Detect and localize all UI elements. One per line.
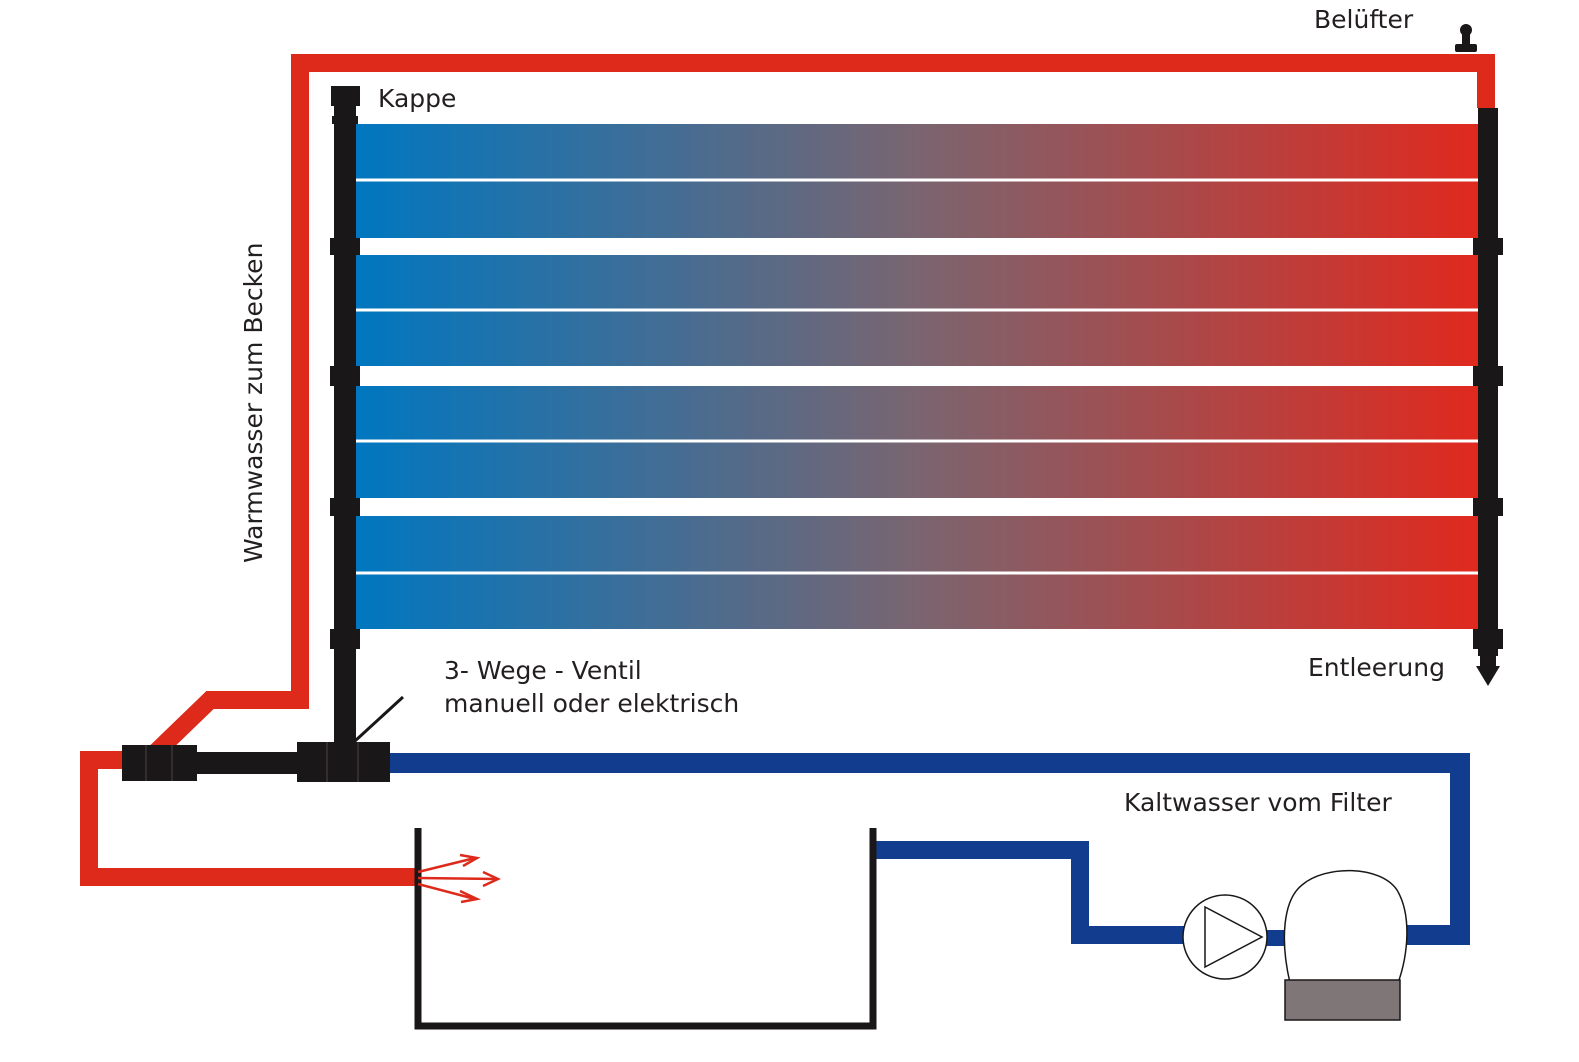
left-header-pipe: [330, 86, 360, 754]
right-header-pipe: [1473, 108, 1503, 668]
hot-water-pipe: [143, 54, 1495, 765]
solar-collector: [356, 124, 1478, 629]
three-way-valve: [297, 742, 390, 782]
pool-suction-pipe: [876, 841, 1185, 944]
air-vent-label: Belüfter: [1314, 5, 1414, 34]
warm-water-label: Warmwasser zum Becken: [239, 242, 268, 563]
drain-label: Entleerung: [1308, 653, 1445, 682]
pool-basin: [414, 828, 877, 1030]
filter-icon: [1283, 869, 1408, 1021]
cold-water-label: Kaltwasser vom Filter: [1124, 788, 1392, 817]
cap-label: Kappe: [378, 84, 457, 113]
air-vent-icon: [1455, 24, 1477, 52]
valve-label-line1: 3- Wege - Ventil: [444, 656, 642, 685]
filter-base: [1284, 979, 1401, 1021]
hot-water-return-pipe: [80, 751, 420, 886]
flow-arrows-icon: [417, 853, 501, 904]
pump-icon: [1182, 894, 1268, 980]
drain-arrow-icon: [1476, 666, 1500, 686]
cap: [331, 86, 360, 106]
valve-leader-line: [353, 695, 405, 743]
valve-label-line2: manuell oder elektrisch: [444, 689, 740, 718]
valve-connector-pipe: [190, 752, 305, 774]
cold-water-pipe: [390, 753, 1470, 945]
check-valve-fitting: [122, 745, 197, 781]
